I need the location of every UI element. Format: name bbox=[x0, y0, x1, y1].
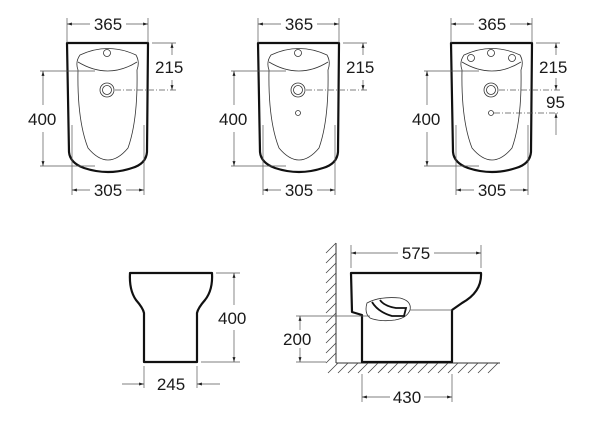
deck-line bbox=[77, 61, 138, 72]
dim-length: 400 bbox=[219, 110, 247, 129]
dim-width-top: 365 bbox=[94, 15, 122, 34]
overflow-hole bbox=[488, 110, 494, 116]
dim-height: 400 bbox=[218, 309, 246, 328]
bowl-outline bbox=[267, 48, 330, 161]
deck-line bbox=[268, 61, 329, 72]
overflow-hole bbox=[295, 110, 301, 116]
drain-outer bbox=[483, 82, 499, 98]
drain-inner bbox=[486, 85, 496, 95]
tap-hole-right bbox=[508, 54, 516, 62]
dim-base-depth: 430 bbox=[393, 388, 421, 407]
dim-inlet-height: 200 bbox=[283, 330, 311, 349]
drain-outer bbox=[99, 82, 115, 98]
dim-width-top: 365 bbox=[478, 15, 506, 34]
bidet-outline bbox=[256, 41, 341, 174]
inlet-pipe bbox=[371, 299, 408, 317]
drain-inner bbox=[102, 85, 112, 95]
dim-drain-to-overflow: 95 bbox=[546, 93, 565, 112]
tap-hole-left bbox=[467, 54, 475, 62]
top-view-2: 365 215 400 305 bbox=[219, 15, 374, 200]
dim-tap-to-drain: 215 bbox=[346, 58, 374, 77]
wall-hatch bbox=[325, 242, 337, 364]
dim-width-bottom: 305 bbox=[94, 181, 122, 200]
tap-hole-center bbox=[487, 49, 495, 57]
tap-hole bbox=[294, 49, 302, 57]
tap-hole bbox=[103, 49, 111, 57]
bowl-outline bbox=[460, 48, 523, 161]
top-view-1: 365 215 400 305 bbox=[28, 15, 183, 200]
drain-outer bbox=[290, 82, 306, 98]
dim-total-depth: 575 bbox=[402, 244, 430, 263]
front-outline bbox=[128, 271, 214, 364]
dim-width-bottom: 305 bbox=[478, 181, 506, 200]
drain-inner bbox=[293, 85, 303, 95]
dim-tap-to-drain: 215 bbox=[539, 58, 567, 77]
dim-length: 400 bbox=[412, 110, 440, 129]
front-view: 400 245 bbox=[122, 271, 246, 394]
dim-width-top: 365 bbox=[285, 15, 313, 34]
dim-tap-to-drain: 215 bbox=[155, 58, 183, 77]
dim-base-width: 245 bbox=[157, 375, 185, 394]
dim-length: 400 bbox=[28, 110, 56, 129]
bidet-outline bbox=[65, 41, 150, 174]
inlet-detail bbox=[365, 297, 411, 322]
side-view: 575 200 430 bbox=[283, 242, 500, 407]
side-outline bbox=[349, 271, 483, 364]
top-view-3: 365 215 95 400 305 bbox=[412, 15, 567, 200]
dim-width-bottom: 305 bbox=[285, 181, 313, 200]
bidet-outline bbox=[449, 41, 534, 174]
bowl-outline bbox=[76, 48, 139, 161]
floor-hatch bbox=[327, 362, 499, 374]
deck-line bbox=[461, 61, 522, 72]
